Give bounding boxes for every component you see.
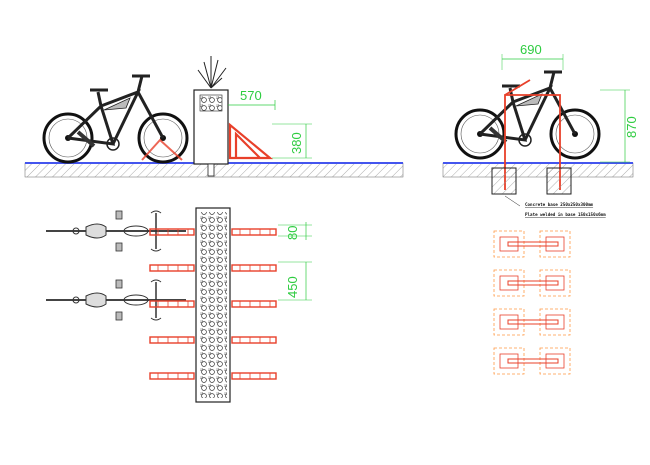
rack-hoop-plan	[231, 300, 277, 308]
foundation-pad-pair	[493, 230, 571, 258]
end-elevation: 690 870 Concrete base 250x250x300mm Plat…	[442, 42, 639, 217]
dim-690-label: 690	[520, 42, 542, 57]
bicycle-plan-top	[45, 210, 187, 252]
side-elevation: 570 380	[24, 56, 404, 178]
bicycle-plan-bottom	[45, 279, 187, 321]
foundation-pad-pair	[493, 347, 571, 375]
rack-hoop-plan	[231, 372, 277, 380]
dim-380-label: 380	[289, 132, 304, 154]
rack-plan-group	[149, 228, 277, 380]
rack-hoop-plan	[231, 228, 277, 236]
foundation-pad-pair	[493, 308, 571, 336]
rack-hoop-plan	[149, 372, 195, 380]
rack-hoop-plan	[149, 300, 195, 308]
bicycle-side-left	[42, 74, 189, 164]
bicycle-side-right	[454, 70, 601, 160]
note-concrete-base: Concrete base 250x250x300mm	[525, 202, 594, 207]
concrete-base-right	[546, 167, 572, 195]
foundation-pad-pair	[493, 269, 571, 297]
rack-hoop-plan	[231, 336, 277, 344]
foundation-plan	[493, 230, 571, 375]
rack-hoop-plan	[149, 228, 195, 236]
plant-icon	[197, 56, 227, 89]
rack-hoop-plan	[231, 264, 277, 272]
dim-80-label: 80	[285, 226, 300, 240]
dim-570-label: 570	[240, 88, 262, 103]
note-plate-welded: Plate welded in base 150x150x6mm	[525, 212, 606, 217]
concrete-base-left	[491, 167, 517, 195]
rack-hoop-side	[228, 122, 274, 160]
rack-hoop-plan	[149, 336, 195, 344]
dim-450-label: 450	[285, 276, 300, 298]
rack-hoop-end	[504, 79, 561, 190]
plan-view: 80 450	[45, 207, 312, 403]
dim-870-label: 870	[624, 116, 639, 138]
rack-hoop-plan	[149, 264, 195, 272]
